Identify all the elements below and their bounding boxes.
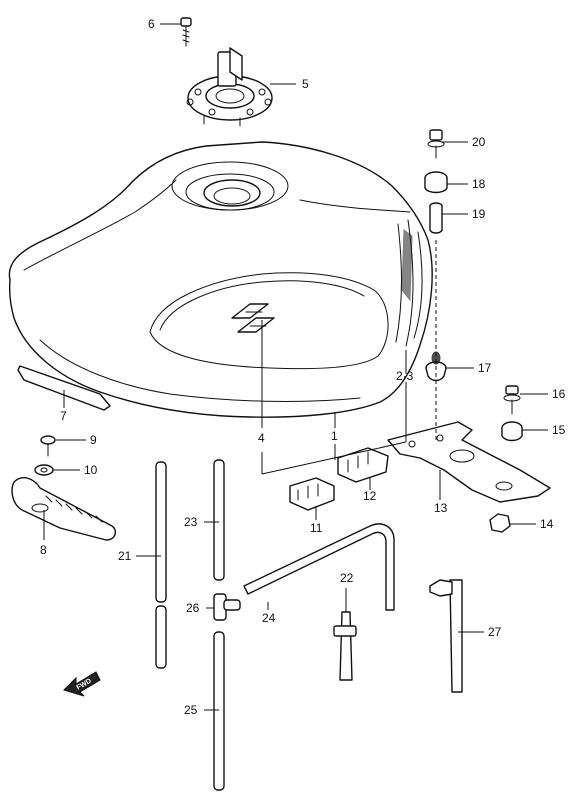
- nut-14-part: [489, 513, 511, 533]
- callout-26: 26: [186, 601, 200, 615]
- callout-12: 12: [363, 489, 377, 503]
- mount-bracket-13-part: [387, 421, 551, 503]
- tube-21-part: [155, 461, 167, 669]
- clip-22-part: [333, 611, 357, 681]
- drain-hose-27-part: [429, 579, 463, 693]
- callout-8: 8: [40, 543, 47, 557]
- callout-16: 16: [552, 387, 566, 401]
- callout-6: 6: [148, 17, 155, 31]
- bolt-16-part: [503, 385, 521, 415]
- cap-screw-part: [180, 17, 192, 47]
- tube-23-part: [213, 459, 225, 581]
- callout-27: 27: [488, 625, 502, 639]
- callout-2-3: 2·3: [396, 369, 414, 383]
- callout-20: 20: [472, 135, 486, 149]
- bushing-18-part: [424, 171, 448, 194]
- tube-25-part: [213, 631, 225, 791]
- bracket-8-part: [11, 477, 117, 541]
- fuel-tank: [8, 141, 433, 418]
- callout-9: 9: [90, 433, 97, 447]
- bolt-20-part: [427, 129, 445, 159]
- hose-24-part: [243, 523, 395, 611]
- callout-7: 7: [60, 409, 67, 423]
- callout-18: 18: [472, 177, 486, 191]
- callout-23: 23: [184, 515, 198, 529]
- leader-lines: [43, 23, 548, 711]
- cushion-strip-part: [17, 365, 111, 411]
- callout-19: 19: [472, 207, 486, 221]
- callout-11: 11: [310, 521, 323, 535]
- t-joint-26-part: [213, 593, 241, 621]
- callout-labels: 1 2·3 4 5 6 7 9 10 8 11 12 13 14 15 16 1…: [40, 17, 566, 717]
- fuel-cap-part: [186, 47, 273, 127]
- callout-17: 17: [478, 361, 492, 375]
- callout-15: 15: [552, 423, 566, 437]
- washer-10-part: [34, 464, 54, 476]
- clamp-11-part: [289, 477, 335, 511]
- callout-13: 13: [434, 501, 448, 515]
- callout-25: 25: [184, 703, 198, 717]
- callout-1: 1: [331, 429, 338, 443]
- grommet-15-part: [501, 421, 523, 442]
- sleeve-19-part: [429, 202, 443, 234]
- callout-14: 14: [540, 517, 554, 531]
- bolt-9-part: [40, 435, 56, 457]
- callout-21: 21: [118, 549, 132, 563]
- callout-4: 4: [258, 431, 265, 445]
- fwd-arrow-icon: FWD: [63, 671, 101, 697]
- callout-24: 24: [262, 611, 276, 625]
- callout-22: 22: [340, 571, 354, 585]
- clamp-12-part: [337, 447, 389, 483]
- callout-5: 5: [302, 77, 309, 91]
- callout-10: 10: [84, 463, 98, 477]
